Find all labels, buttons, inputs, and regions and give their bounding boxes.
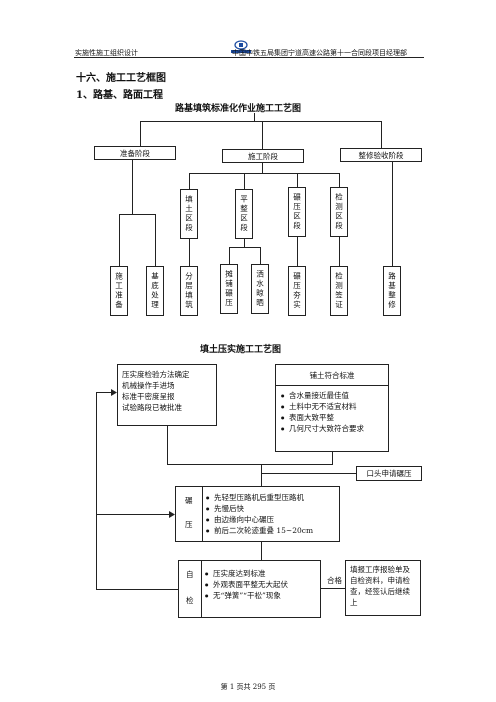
connector	[167, 464, 333, 465]
connector	[119, 214, 120, 266]
connector	[261, 473, 356, 474]
connector	[392, 162, 393, 266]
section-fill: 填土区段	[180, 189, 198, 239]
connector	[167, 426, 168, 464]
connector	[119, 214, 155, 215]
arrow-right-icon	[111, 389, 117, 396]
compaction-item: 先轻型压路机后重型压路机	[206, 492, 313, 503]
connector	[229, 247, 230, 264]
feedback-line	[96, 514, 170, 515]
compaction-label-char: 碾	[185, 496, 193, 505]
connector	[262, 163, 263, 173]
compaction-label-char: 压	[185, 520, 193, 529]
oral-request-box: 口头申请碾压	[356, 466, 422, 481]
compaction-item: 前后二次轮迹重叠 15~20cm	[206, 525, 313, 536]
compaction-label: 碾 压	[176, 487, 203, 541]
step-base-treatment: 基底处理	[146, 266, 164, 316]
connector	[339, 173, 340, 187]
header-left: 实施性施工组织设计	[75, 49, 138, 57]
connector	[262, 121, 263, 149]
connector	[189, 173, 339, 174]
section-testing: 检测区段	[330, 187, 348, 237]
paving-box: 铺土符合标准 含水量接近最佳值 土料中无不适宜材料 表面大致平整 几何尺寸大致符…	[275, 364, 389, 452]
paving-item: 表面大致平整	[281, 412, 388, 423]
pass-label: 合格	[327, 576, 342, 585]
selfcheck-label: 自 检	[179, 561, 202, 617]
phase-preparation: 准备阶段	[94, 146, 176, 160]
step-inspection-signoff: 检测签证	[330, 266, 348, 316]
page-footer: 第 1 页共 295 页	[220, 683, 276, 691]
selfcheck-label-char: 自	[186, 570, 194, 579]
connector	[244, 173, 245, 189]
selfcheck-item: 外观表面平整无大起伏	[205, 579, 288, 590]
section-leveling: 平整区段	[235, 189, 253, 239]
connector	[244, 239, 245, 247]
compaction-box: 碾 压 先轻型压路机后重型压路机 先慢后快 由边缘向中心碾压 前后二次轮迹重叠 …	[175, 486, 340, 542]
step-construction-prep: 施工准备	[110, 266, 128, 316]
compaction-item: 由边缘向中心碾压	[206, 514, 313, 525]
prep-line: 试验路段已被批准	[122, 403, 182, 412]
paving-title: 铺土符合标准	[276, 365, 388, 386]
connector	[189, 173, 190, 189]
phase-acceptance: 整修验收阶段	[340, 148, 422, 162]
prep-box: 压实度检验方法确定 机械操作手进场 标准干密度呈报 试验路段已被批准	[117, 364, 217, 426]
step-compaction: 碾压夯实	[288, 266, 306, 316]
chart1-title: 路基填筑标准化作业施工工艺图	[175, 104, 302, 114]
connector	[189, 239, 190, 266]
subsection-title: 1、路基、路面工程	[76, 90, 163, 101]
feedback-line	[96, 589, 178, 590]
paving-item: 土料中无不适宜材料	[281, 401, 388, 412]
report-box: 填报工序报验单及自检资料，申请检查，经签认后继续上	[345, 560, 421, 616]
arrow-right-icon	[169, 511, 175, 518]
paving-list: 含水量接近最佳值 土料中无不适宜材料 表面大致平整 几何尺寸大致符合要求	[276, 386, 388, 434]
step-subgrade-finishing: 路基整修	[383, 266, 401, 316]
prep-line: 压实度检验方法确定	[122, 370, 190, 379]
connector	[132, 160, 133, 214]
connector	[261, 542, 262, 560]
connector	[381, 121, 382, 148]
header-divider	[74, 57, 424, 58]
connector	[155, 214, 156, 266]
connector	[140, 121, 141, 146]
step-watering-drying: 洒水晾晒	[251, 264, 269, 314]
header-right: 中国中铁五局集团宁道高速公路第十一合同段项目经理部	[232, 49, 407, 57]
connector	[140, 121, 381, 122]
connector	[254, 113, 255, 121]
connector	[229, 247, 260, 248]
step-layered-filling: 分层填筑	[180, 266, 198, 316]
company-logo	[231, 40, 251, 53]
selfcheck-box: 自 检 压实度达到标准 外观表面平整无大起伏 无“弹簧”“干松”现象	[178, 560, 321, 618]
connector	[297, 237, 298, 266]
connector	[261, 464, 262, 486]
selfcheck-item: 无“弹簧”“干松”现象	[205, 590, 288, 601]
step-spreading-rolling: 摊铺碾压	[220, 264, 238, 314]
compaction-item: 先慢后快	[206, 503, 313, 514]
paving-item: 含水量接近最佳值	[281, 390, 388, 401]
connector	[260, 247, 261, 264]
paving-item: 几何尺寸大致符合要求	[281, 423, 388, 434]
connector	[332, 452, 333, 464]
feedback-line	[96, 392, 97, 590]
prep-line: 标准干密度呈报	[122, 392, 175, 401]
section-rolling: 碾压区段	[288, 187, 306, 237]
feedback-line	[96, 392, 112, 393]
section-title: 十六、施工工艺框图	[76, 73, 166, 84]
connector	[321, 588, 345, 589]
connector	[339, 237, 340, 266]
selfcheck-item: 压实度达到标准	[205, 568, 288, 579]
prep-line: 机械操作手进场	[122, 381, 175, 390]
selfcheck-list: 压实度达到标准 外观表面平整无大起伏 无“弹簧”“干松”现象	[205, 568, 288, 601]
chart2-title: 填土压实施工工艺图	[200, 345, 282, 355]
compaction-list: 先轻型压路机后重型压路机 先慢后快 由边缘向中心碾压 前后二次轮迹重叠 15~2…	[206, 492, 313, 536]
selfcheck-label-char: 检	[186, 596, 194, 605]
phase-construction: 施工阶段	[222, 149, 304, 163]
connector	[297, 173, 298, 187]
